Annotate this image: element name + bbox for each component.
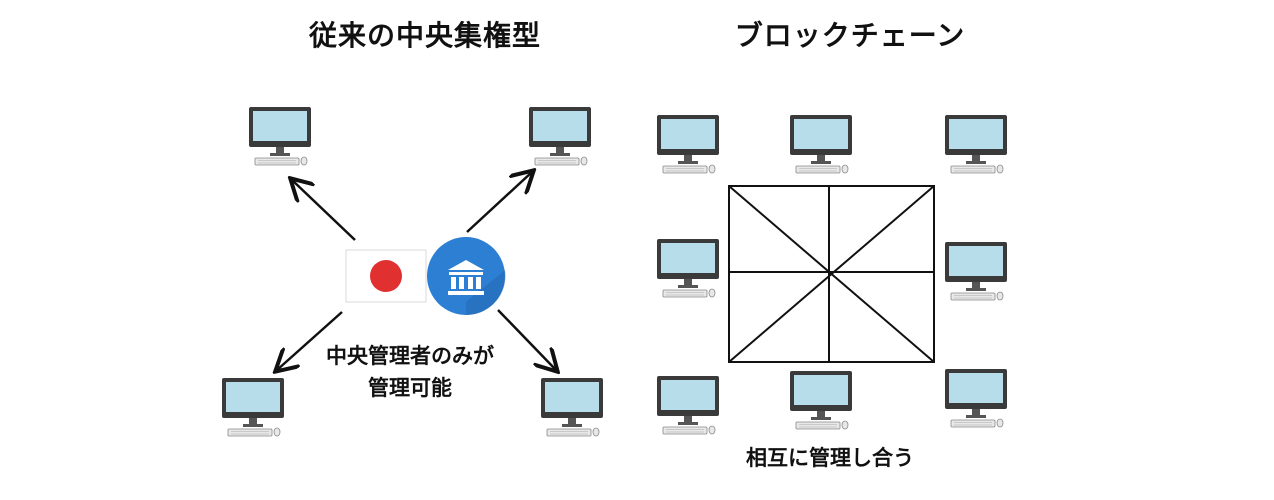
blockchain-caption: 相互に管理し合う	[746, 446, 914, 470]
computer-icon	[789, 114, 853, 174]
centralized-title: 従来の中央集権型	[308, 19, 541, 52]
centralized-caption: 中央管理者のみが 管理可能	[300, 340, 520, 404]
arrow-top-right	[466, 172, 532, 233]
arrow-bottom-left	[277, 311, 343, 370]
computer-icon	[944, 368, 1008, 428]
computer-icon	[528, 106, 592, 166]
arrow-top-left	[292, 180, 356, 241]
computer-icon	[656, 114, 720, 174]
computer-icon	[789, 370, 853, 430]
computer-icon	[656, 238, 720, 298]
centralized-caption-line2: 管理可能	[368, 376, 452, 400]
computer-icon	[944, 114, 1008, 174]
mesh-lines	[728, 185, 935, 363]
blockchain-title: ブロックチェーン	[734, 19, 966, 52]
computer-icon	[221, 377, 285, 437]
arrow-bottom-right	[497, 309, 556, 370]
japan-flag-icon	[345, 249, 427, 303]
computer-icon	[248, 106, 312, 166]
centralized-caption-line1: 中央管理者のみが	[326, 344, 494, 368]
computer-icon	[540, 377, 604, 437]
bank-icon	[427, 237, 506, 316]
computer-icon	[656, 375, 720, 435]
left-arrows	[277, 172, 556, 370]
computer-icon	[944, 241, 1008, 301]
